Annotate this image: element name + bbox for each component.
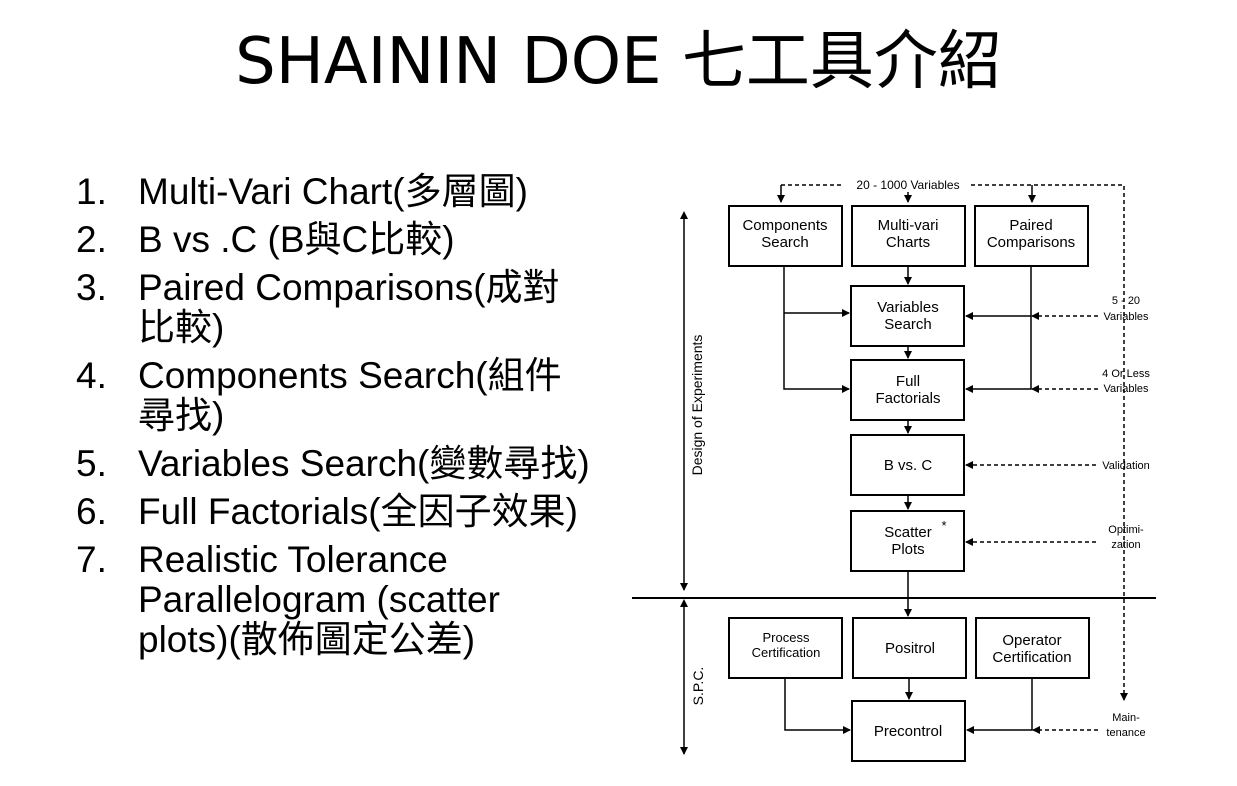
operator-cert-line1: Operator xyxy=(1002,632,1061,649)
side-dashed-connectors xyxy=(965,312,1098,734)
tool-list: 1. Multi-Vari Chart(多層圖) 2. B vs .C (B與C比較… xyxy=(76,172,596,668)
four-less-line1: 4 Or Less xyxy=(1102,368,1150,380)
paired-line2: Comparisons xyxy=(987,234,1075,251)
five-twenty-line2: Variables xyxy=(1103,311,1149,323)
scatter-line1: Scatter xyxy=(884,524,932,541)
maintenance-line1: Main- xyxy=(1112,712,1140,724)
five-twenty-line1: 5 - 20 xyxy=(1112,295,1140,307)
full-factorials-line2: Factorials xyxy=(875,390,940,407)
item-number: 7. xyxy=(76,539,107,580)
list-item: 3. Paired Comparisons(成對比較) xyxy=(76,268,596,348)
positrol-box xyxy=(852,617,967,679)
item-text: Paired Comparisons(成對比較) xyxy=(138,267,560,348)
paired-comparisons-box xyxy=(974,205,1089,267)
item-text: Realistic Tolerance Parallelogram (scatt… xyxy=(138,539,500,660)
scatter-asterisk: * xyxy=(941,518,946,533)
item-text: Multi-Vari Chart(多層圖) xyxy=(138,171,528,212)
list-item: 7. Realistic Tolerance Parallelogram (sca… xyxy=(76,540,596,660)
optimization-line2: zation xyxy=(1111,539,1140,551)
maintenance-line2: tenance xyxy=(1106,727,1145,739)
scatter-plots-box xyxy=(850,510,965,572)
list-item: 2. B vs .C (B與C比較) xyxy=(76,220,596,260)
item-text: Variables Search(變數尋找) xyxy=(138,443,590,484)
item-text: Components Search(組件尋找) xyxy=(138,355,562,436)
operator-cert-line2: Certification xyxy=(992,649,1071,666)
optimization-line1: Optimi- xyxy=(1108,524,1144,536)
item-number: 6. xyxy=(76,491,107,532)
list-item: 1. Multi-Vari Chart(多層圖) xyxy=(76,172,596,212)
list-item: 6. Full Factorials(全因子效果) xyxy=(76,492,596,532)
full-factorials-line1: Full xyxy=(896,373,920,390)
list-item: 5. Variables Search(變數尋找) xyxy=(76,444,596,484)
components-search-box xyxy=(728,205,843,267)
b-vs-c-label: B vs. C xyxy=(884,457,933,474)
variables-search-line2: Search xyxy=(884,316,932,333)
full-factorials-box xyxy=(850,359,965,421)
multi-vari-line1: Multi-vari xyxy=(878,217,939,234)
top-variables-label: 20 - 1000 Variables xyxy=(856,178,959,192)
four-less-line2: Variables xyxy=(1103,383,1149,395)
item-text: B vs .C (B與C比較) xyxy=(138,219,455,260)
doe-flow-diagram: 20 - 1000 Variables Components Search Mu… xyxy=(632,178,1156,762)
paired-line1: Paired xyxy=(1009,217,1052,234)
positrol-label: Positrol xyxy=(885,640,935,657)
spc-axis-label: S.P.C. xyxy=(690,667,706,706)
components-search-line2: Search xyxy=(761,234,809,251)
top-variables-connector xyxy=(777,184,1128,701)
process-cert-line2: Certification xyxy=(752,645,821,660)
multi-vari-line2: Charts xyxy=(886,234,930,251)
components-search-line1: Components xyxy=(742,217,827,234)
precontrol-label: Precontrol xyxy=(874,723,942,740)
validation-label: Validation xyxy=(1102,460,1150,472)
item-text: Full Factorials(全因子效果) xyxy=(138,491,578,532)
item-number: 2. xyxy=(76,219,107,260)
item-number: 1. xyxy=(76,171,107,212)
doe-axis-label: Design of Experiments xyxy=(689,335,705,476)
page-title: SHAININ DOE 七工具介紹 xyxy=(235,25,1002,99)
list-item: 4. Components Search(組件尋找) xyxy=(76,356,596,436)
variables-search-line1: Variables xyxy=(877,299,938,316)
process-cert-line1: Process xyxy=(763,630,810,645)
operator-certification-box xyxy=(975,617,1090,679)
scatter-line2: Plots xyxy=(891,541,924,558)
item-number: 3. xyxy=(76,267,107,308)
item-number: 4. xyxy=(76,355,107,396)
item-number: 5. xyxy=(76,443,107,484)
precontrol-box xyxy=(851,700,966,762)
